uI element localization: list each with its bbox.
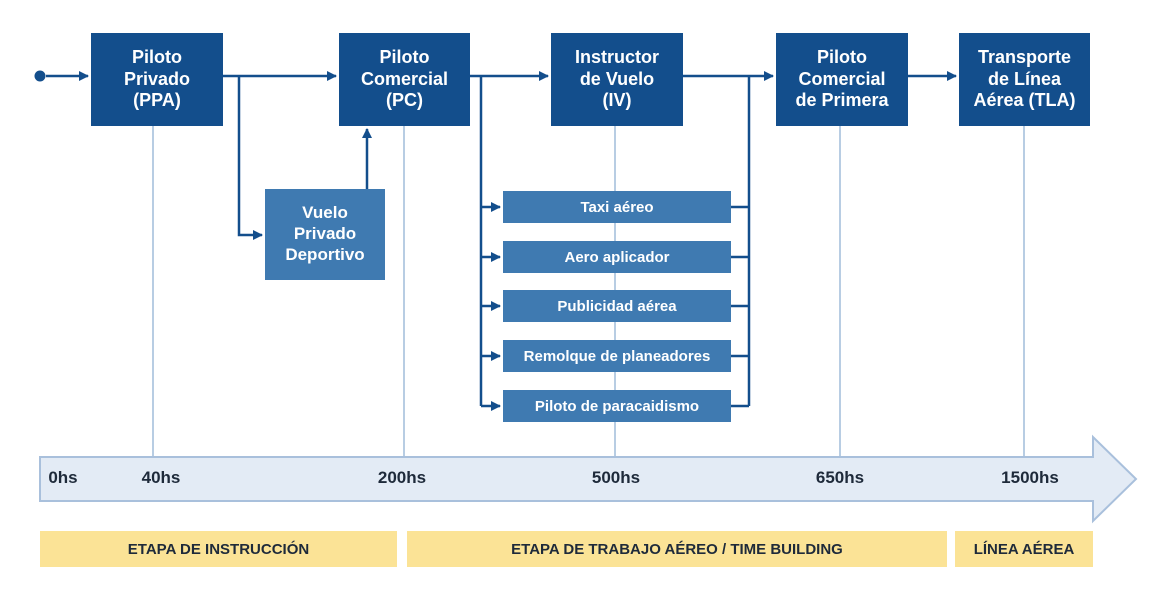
stage-linea-aerea: LÍNEA AÉREA	[955, 531, 1093, 567]
tick-label-200hs: 200hs	[377, 468, 427, 487]
work-option-remolque: Remolque de planeadores	[503, 340, 731, 372]
stage-instruccion: ETAPA DE INSTRUCCIÓN	[40, 531, 397, 567]
tick-label-40hs: 40hs	[141, 468, 181, 487]
license-pc-box: Piloto Comercial (PC)	[339, 33, 470, 126]
work-option-paracaidismo: Piloto de paracaidismo	[503, 390, 731, 422]
tick-label-0hs: 0hs	[48, 468, 78, 487]
stage-trabajo-aereo: ETAPA DE TRABAJO AÉREO / TIME BUILDING	[407, 531, 947, 567]
arrow-ppa-to-vpd	[237, 76, 263, 240]
work-option-taxi: Taxi aéreo	[503, 191, 731, 223]
license-vpd-box: Vuelo Privado Deportivo	[265, 189, 385, 280]
tick-label-1500hs: 1500hs	[1001, 468, 1059, 487]
tick-label-500hs: 500hs	[591, 468, 641, 487]
start-dot	[34, 70, 46, 82]
license-pcp-box: Piloto Comercial de Primera	[776, 33, 908, 126]
license-ppa-box: Piloto Privado (PPA)	[91, 33, 223, 126]
timeline-arrow	[39, 434, 1138, 524]
license-tla-box: Transporte de Línea Aérea (TLA)	[959, 33, 1090, 126]
tick-label-650hs: 650hs	[815, 468, 865, 487]
work-option-aero-aplicador: Aero aplicador	[503, 241, 731, 273]
license-iv-box: Instructor de Vuelo (IV)	[551, 33, 683, 126]
connectors	[34, 70, 957, 411]
work-option-publicidad: Publicidad aérea	[503, 290, 731, 322]
